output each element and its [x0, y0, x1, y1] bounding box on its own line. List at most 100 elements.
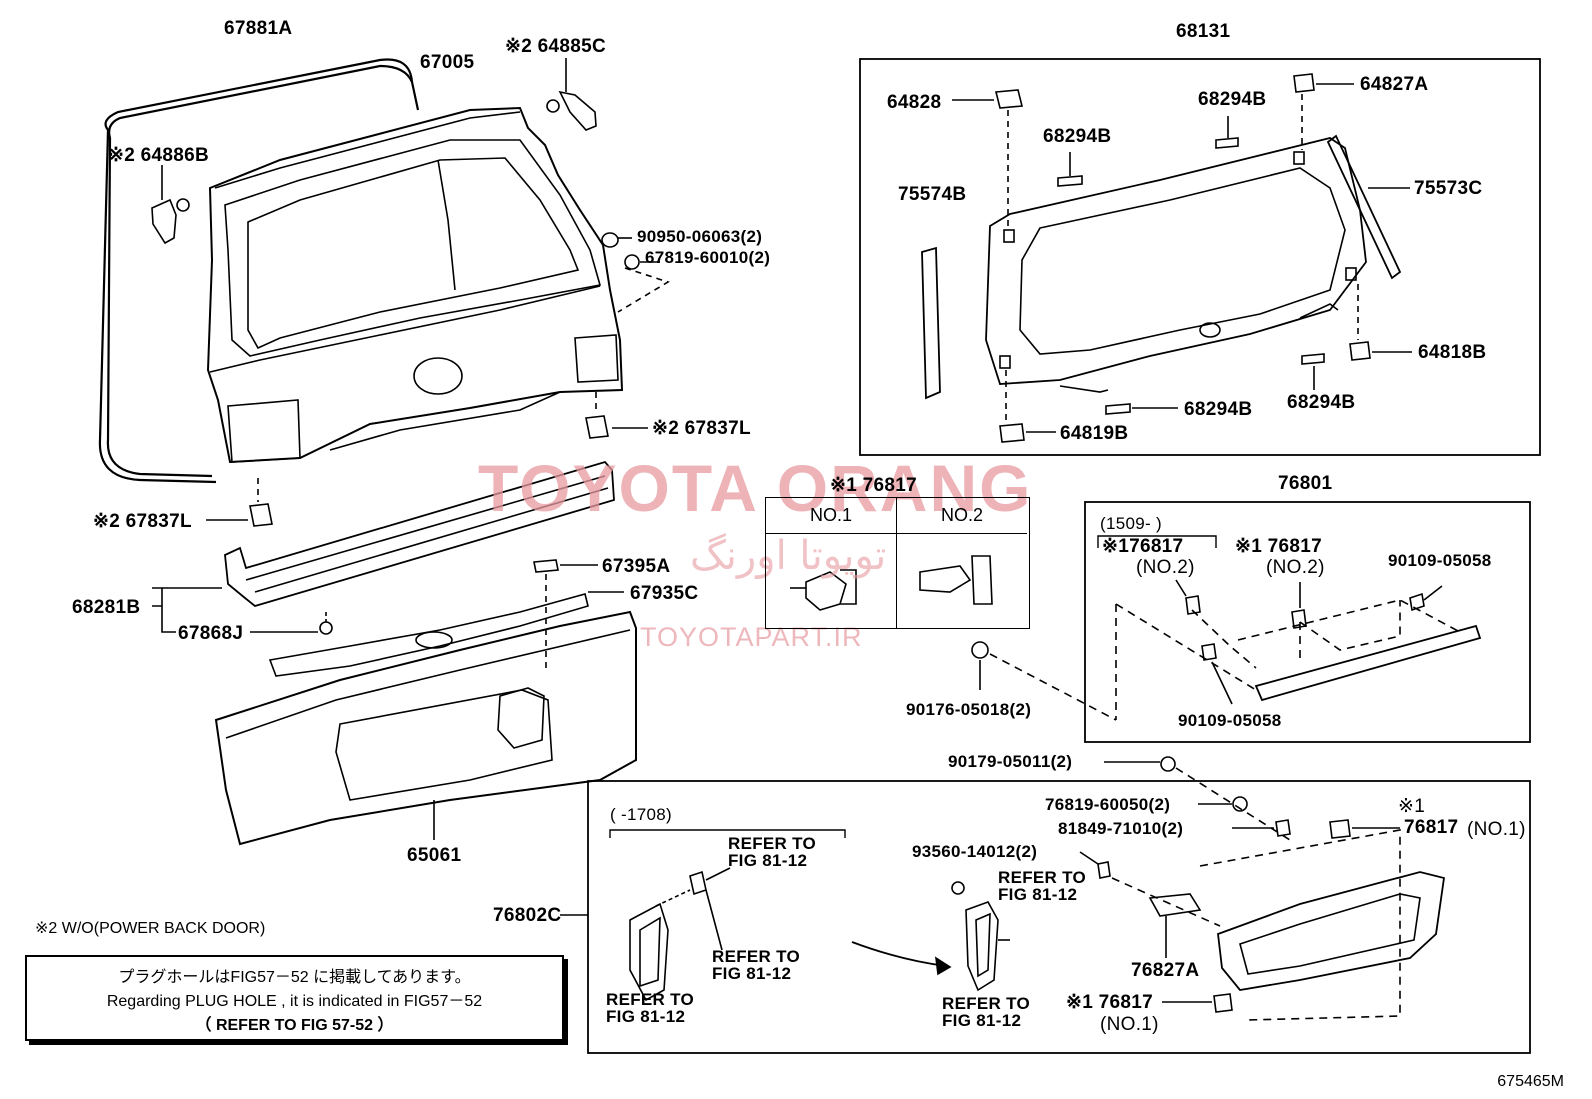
label-68294B-bottom[interactable]: 68294B — [1184, 399, 1253, 420]
nut-90176-05018[interactable] — [971, 641, 1117, 721]
label-64818B[interactable]: 64818B — [1418, 342, 1487, 363]
garnish-67935C[interactable] — [268, 591, 624, 677]
spacer-68294B-b[interactable] — [1057, 152, 1083, 187]
label-76817-no1-mark: ※1 — [1398, 796, 1426, 817]
label-65061[interactable]: 65061 — [407, 845, 462, 866]
label-76817-no1-bottom[interactable]: ※1 76817 — [1066, 992, 1153, 1013]
label-68131[interactable]: 68131 — [1176, 21, 1231, 42]
label-90109-05058-bottom[interactable]: 90109-05058 — [1178, 711, 1282, 730]
license-garnish-76802C[interactable] — [1199, 829, 1446, 1021]
label-76817-no1-top-type: (NO.1) — [1467, 819, 1526, 840]
label-64886B[interactable]: ※2 64886B — [108, 145, 210, 166]
label-90950-06063[interactable]: 90950-06063(2) — [637, 227, 763, 246]
label-76817-no1-top[interactable]: 76817 — [1404, 817, 1459, 838]
plug-note-refer[interactable]: （ REFER TO FIG 57-52 ） — [195, 1017, 394, 1034]
lamp-right[interactable] — [965, 901, 1010, 992]
label-1509: (1509- ) — [1100, 514, 1162, 533]
clip-67819-60010[interactable] — [617, 254, 670, 313]
label-67868J[interactable]: 67868J — [178, 623, 244, 644]
label-75573C[interactable]: 75573C — [1414, 178, 1483, 199]
label-90176-05018[interactable]: 90176-05018(2) — [906, 700, 1032, 719]
hinge-64886B[interactable] — [151, 165, 190, 245]
label-67935C[interactable]: 67935C — [630, 583, 699, 604]
table-divider — [896, 498, 897, 628]
screw-93560-left[interactable] — [951, 881, 965, 895]
table-col-no2: NO.2 — [897, 498, 1027, 534]
label-64885C[interactable]: ※2 64885C — [505, 36, 607, 57]
label-67005[interactable]: 67005 — [420, 52, 475, 73]
lamp-left[interactable] — [629, 889, 691, 1002]
screw-93560-14012[interactable] — [1079, 851, 1221, 927]
label-75574B[interactable]: 75574B — [898, 184, 967, 205]
clip-81849-71010[interactable] — [1232, 819, 1291, 837]
label-176817[interactable]: ※176817 — [1102, 536, 1184, 557]
label-68281B[interactable]: 68281B — [72, 597, 141, 618]
label-76827A[interactable]: 76827A — [1131, 960, 1200, 981]
clip-76817-no1-bottom[interactable] — [1162, 993, 1233, 1013]
label-64819B[interactable]: 64819B — [1060, 423, 1129, 444]
label-64828[interactable]: 64828 — [887, 92, 942, 113]
plug-90950[interactable] — [601, 232, 632, 248]
clip-67868J[interactable] — [250, 612, 333, 635]
label-93560-14012[interactable]: 93560-14012(2) — [912, 842, 1038, 861]
label-67819-60010[interactable]: 67819-60010(2) — [645, 248, 771, 267]
spacer-68294B-a[interactable] — [1215, 116, 1239, 149]
clip-176817-no2[interactable] — [1175, 579, 1201, 615]
stopper-64827A[interactable] — [1293, 73, 1354, 150]
label-67837L-right[interactable]: ※2 67837L — [652, 418, 751, 439]
back-glass-68131[interactable] — [985, 137, 1367, 393]
figure-code: 675465M — [1497, 1073, 1564, 1090]
molding-75574B[interactable] — [921, 246, 941, 400]
label-90179-05011[interactable]: 90179-05011(2) — [948, 752, 1073, 771]
label-76817-table[interactable]: ※1 76817 — [830, 475, 917, 496]
bracket-67837L-right[interactable] — [585, 392, 648, 439]
bolt-90109-05058-a[interactable] — [1409, 585, 1443, 612]
label-76801[interactable]: 76801 — [1278, 473, 1333, 494]
garnish-68281B[interactable] — [152, 460, 615, 633]
label-67395A[interactable]: 67395A — [602, 556, 671, 577]
license-garnish-group-box-76802C — [587, 780, 1531, 1054]
bracket-76827A[interactable] — [1148, 893, 1202, 958]
spacer-68294B-c[interactable] — [1301, 353, 1325, 390]
label-64827A[interactable]: 64827A — [1360, 74, 1429, 95]
glass-group-box-68131 — [859, 58, 1541, 456]
direction-arrow-head — [934, 956, 952, 976]
outer-panel-65061[interactable] — [214, 610, 637, 846]
pad-67395A[interactable] — [533, 559, 598, 670]
hinge-64885C[interactable] — [546, 58, 597, 131]
label-67881A[interactable]: 67881A — [224, 18, 293, 39]
stopper-64818B[interactable] — [1349, 284, 1412, 361]
label-76817-no1-bottom-type: (NO.1) — [1100, 1014, 1159, 1035]
clip-76817-no2[interactable] — [1291, 582, 1307, 629]
bolt-90109-05058-b[interactable] — [1201, 643, 1233, 705]
back-door-panel-67005[interactable] — [206, 106, 624, 464]
stopper-64828[interactable] — [952, 89, 1024, 226]
clip-76819-60050[interactable] — [1198, 796, 1248, 812]
molding-75573C[interactable] — [1326, 134, 1410, 280]
label-68294B-left[interactable]: 68294B — [1043, 126, 1112, 147]
label-76817-no2-type: (NO.2) — [1266, 557, 1325, 578]
stopper-64819B[interactable] — [999, 370, 1056, 443]
label-67837L-left[interactable]: ※2 67837L — [93, 511, 192, 532]
bracket-67837L-left[interactable] — [206, 478, 273, 527]
clip-76817-no1-top[interactable] — [1329, 819, 1400, 839]
weatherstrip-67881A[interactable] — [98, 58, 420, 484]
label-76802C[interactable]: 76802C — [493, 905, 562, 926]
plug-hole-note-box: プラグホールはFIG57－52 に掲載してあります。 Regarding PLU… — [25, 955, 564, 1041]
spoiler-76801[interactable] — [1115, 599, 1482, 720]
label-90109-05058-top[interactable]: 90109-05058 — [1388, 551, 1492, 570]
label-68294B-right[interactable]: 68294B — [1287, 392, 1356, 413]
label-76819-60050[interactable]: 76819-60050(2) — [1045, 795, 1171, 814]
label-1708: ( -1708) — [610, 805, 672, 824]
spacer-68294B-d[interactable] — [1105, 403, 1178, 415]
label-68294B-top[interactable]: 68294B — [1198, 89, 1267, 110]
label-76817-no2[interactable]: ※1 76817 — [1235, 536, 1322, 557]
spoiler-group-box-76801 — [1084, 501, 1531, 743]
label-81849-71010[interactable]: 81849-71010(2) — [1058, 819, 1184, 838]
socket-left[interactable] — [689, 867, 731, 951]
